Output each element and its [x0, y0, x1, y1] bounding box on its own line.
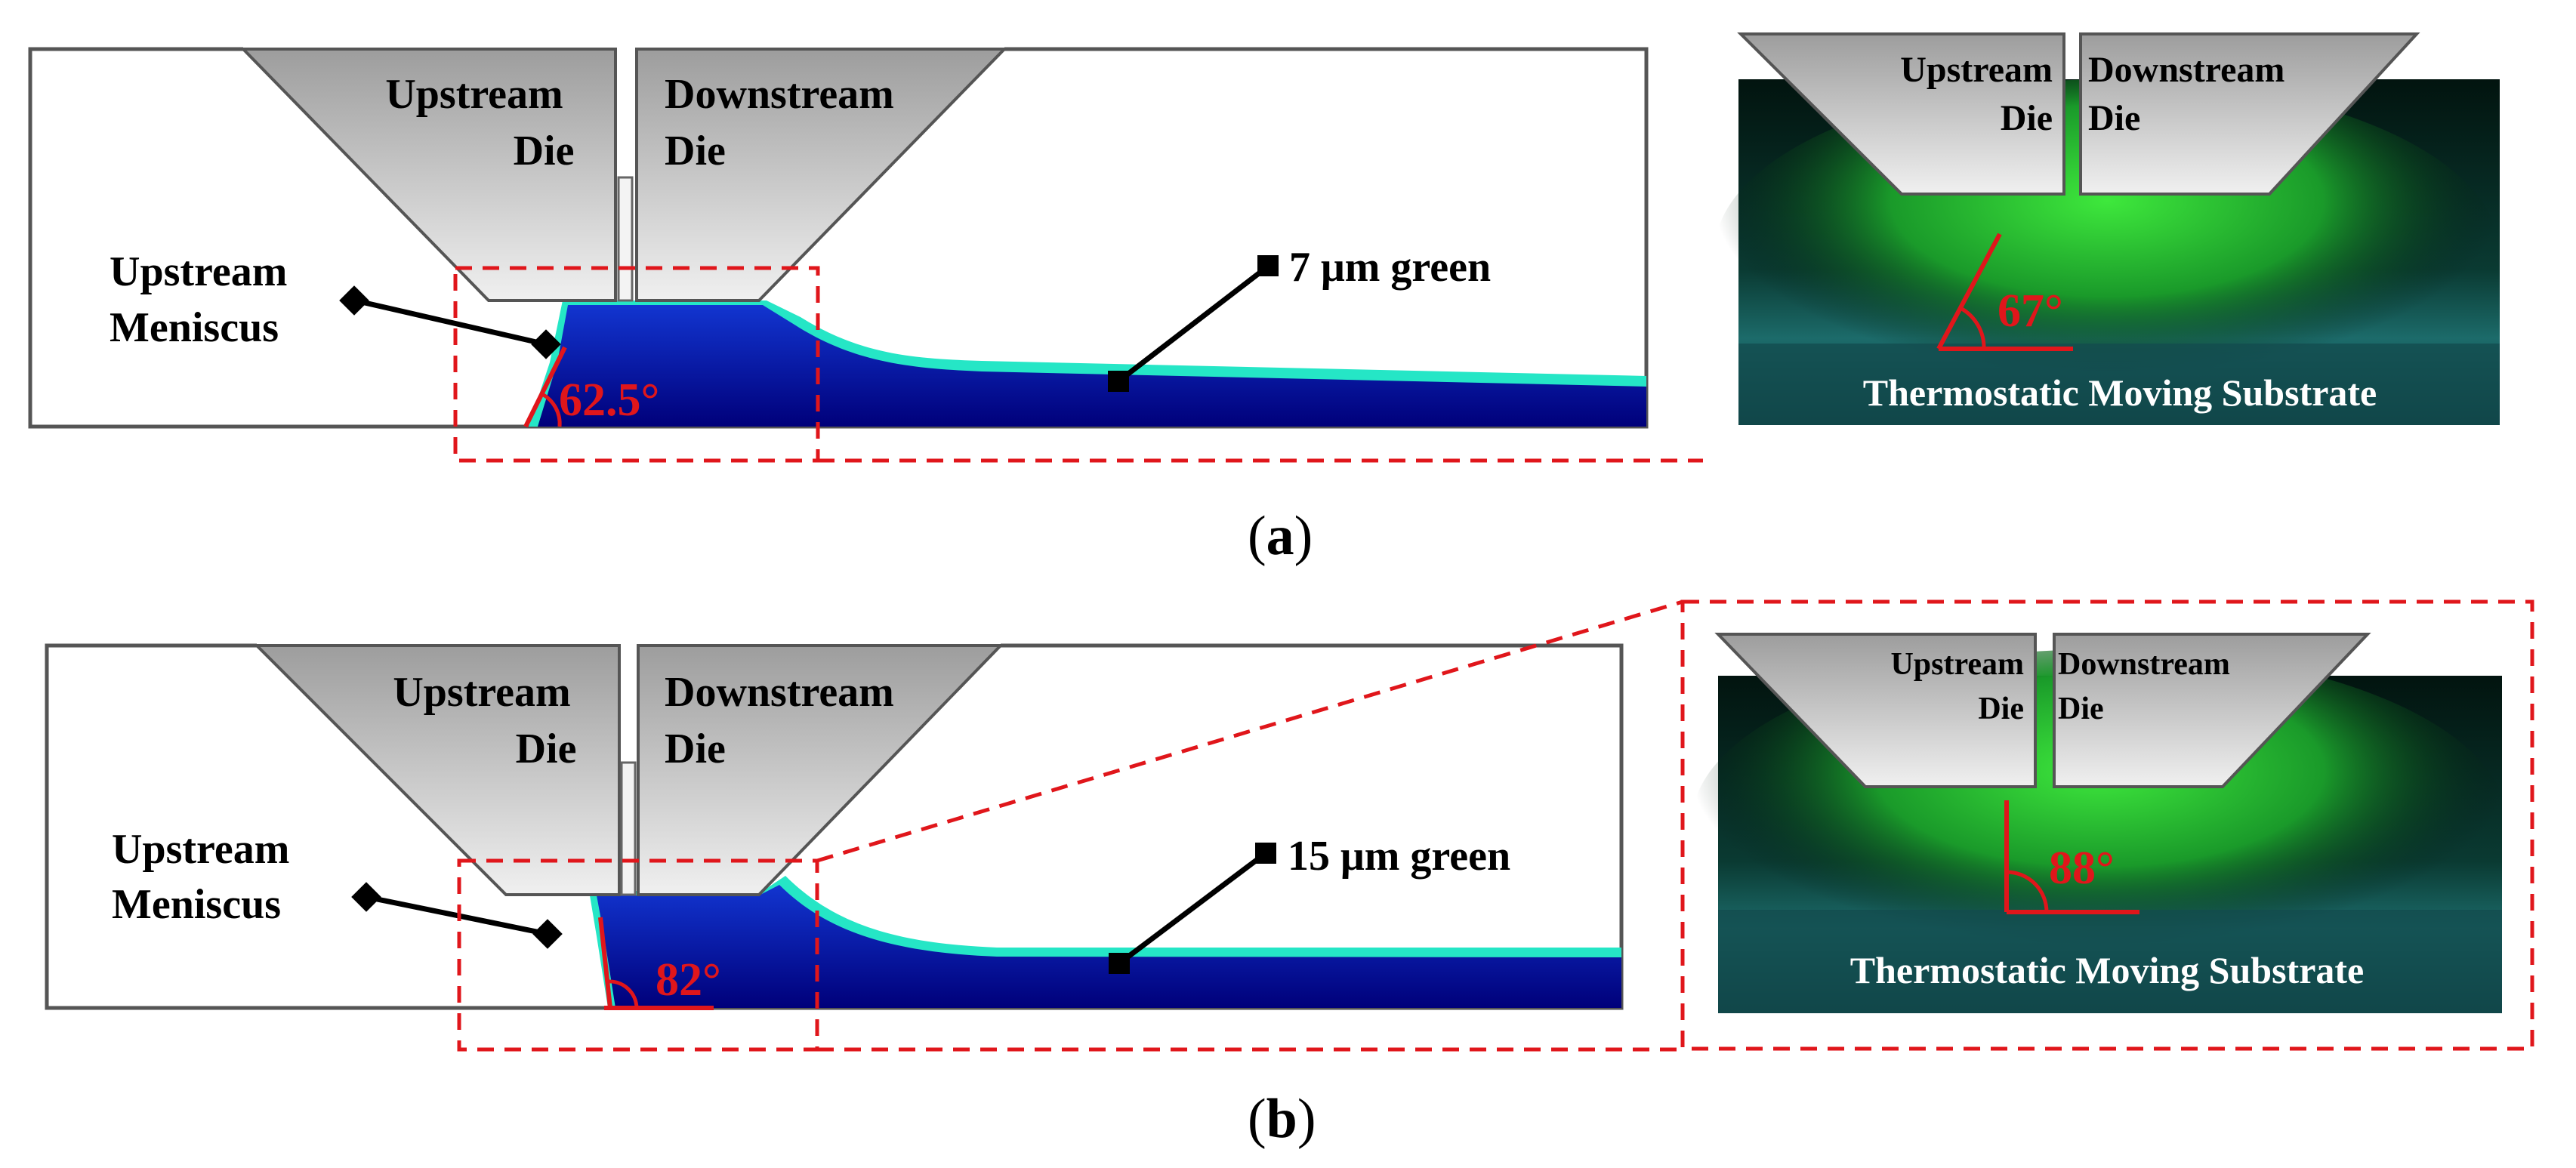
photo-b-upstream-die-label-2: Die	[1978, 692, 2024, 726]
sim-b-feed-slot	[620, 761, 637, 896]
sim-a-angle-arc	[541, 392, 562, 427]
photo-b-downstream-die-label-2: Die	[2058, 692, 2104, 726]
sim-b-meniscus-leader	[366, 894, 548, 937]
sim-b-angle-arc	[607, 979, 639, 1009]
sim-b-film-label: 15 μm green	[1288, 833, 1510, 880]
photo-b-upstream-die-label-1: Upstream	[1890, 647, 2024, 682]
sim-b-film-marker-end	[1255, 843, 1276, 864]
photo-b-angle-label: 88°	[2049, 843, 2115, 894]
photo-a-downstream-die	[2079, 32, 2420, 196]
photo-b-frame	[1680, 599, 2534, 1051]
sim-b-film-leader	[1117, 851, 1268, 966]
sim-a-film-label: 7 μm green	[1289, 244, 1491, 291]
sim-b-meniscus-label-2: Meniscus	[112, 881, 281, 928]
sim-b-meniscus-label-1: Upstream	[112, 826, 289, 873]
sim-b-film-marker-start	[1109, 953, 1130, 974]
sim-b-meniscus-marker-end	[532, 919, 563, 949]
panel-a-simulation: Upstream Die Downstream Die Upstream Men…	[28, 47, 1703, 463]
sim-b-downstream-die-label-2: Die	[665, 726, 726, 772]
sim-b-upstream-die-label-2: Die	[516, 726, 577, 772]
sim-a-upstream-die-label-2: Die	[514, 128, 575, 174]
sim-a-meniscus-marker-end	[531, 329, 561, 359]
caption-a-letter: a	[1266, 505, 1294, 567]
sim-a-zoom-box	[453, 266, 1703, 463]
photo-a-substrate-label: Thermostatic Moving Substrate	[1863, 371, 2377, 414]
caption-a: (a)	[1248, 505, 1313, 567]
photo-a-angle-arc	[1959, 306, 1986, 350]
sim-b-zoom-box	[457, 599, 1683, 1052]
caption-b: (b)	[1248, 1088, 1316, 1150]
panel-a-photo: Upstream Die Downstream Die 67° Thermost…	[1714, 32, 2500, 427]
sim-a-fluid-body	[538, 305, 1646, 427]
photo-b-substrate-label: Thermostatic Moving Substrate	[1850, 949, 2365, 991]
sim-a-upstream-die	[239, 48, 617, 302]
photo-a-upstream-die	[1737, 32, 2065, 196]
sim-b-meniscus-marker-start	[351, 882, 381, 912]
photo-a-substrate-band	[1738, 344, 2500, 425]
sim-a-angle-line	[523, 346, 567, 428]
sim-a-angle-label: 62.5°	[559, 374, 659, 426]
photo-a-downstream-die-label-1: Downstream	[2088, 50, 2284, 90]
sim-b-downstream-die-label-1: Downstream	[665, 669, 894, 716]
sim-a-downstream-die	[635, 48, 1008, 302]
sim-a-meniscus-label-1: Upstream	[110, 248, 287, 295]
sim-b-upstream-die-label-1: Upstream	[393, 669, 570, 716]
sim-b-angle-line	[598, 917, 612, 1009]
sim-a-film-leader	[1116, 263, 1271, 384]
photo-b-upstream-die	[1714, 633, 2037, 788]
sim-a-film-marker-end	[1257, 255, 1279, 276]
photo-a-angle-label: 67°	[1998, 285, 2063, 337]
sim-a-film-marker-start	[1108, 371, 1129, 392]
sim-b-angle-label: 82°	[656, 954, 721, 1006]
panel-b-simulation: Upstream Die Downstream Die Upstream Men…	[45, 599, 1683, 1052]
sim-a-feed-slot	[617, 176, 634, 302]
photo-a-downstream-die-label-2: Die	[2088, 98, 2140, 138]
photo-a-upstream-die-label-2: Die	[2001, 98, 2053, 138]
photo-b-downstream-die-label-1: Downstream	[2058, 647, 2230, 682]
photo-a-angle-line	[1936, 233, 2002, 350]
panel-b-photo: Upstream Die Downstream Die 88° Thermost…	[1680, 599, 2534, 1051]
photo-a-upstream-die-label-1: Upstream	[1900, 50, 2053, 90]
sim-b-downstream-die	[637, 644, 1004, 896]
sim-a-downstream-die-label-2: Die	[665, 128, 726, 174]
photo-b-substrate-band	[1718, 910, 2502, 1013]
sim-a-upstream-die-label-1: Upstream	[385, 71, 563, 118]
caption-b-letter: b	[1266, 1088, 1297, 1150]
sim-a-downstream-die-label-1: Downstream	[665, 71, 894, 118]
sim-a-meniscus-leader	[354, 297, 547, 347]
photo-b-angle-arc	[2006, 870, 2049, 913]
sim-b-fluid-body	[597, 885, 1621, 1008]
sim-a-meniscus-label-2: Meniscus	[110, 304, 279, 351]
sim-a-meniscus-marker-start	[339, 285, 369, 316]
photo-b-downstream-die	[2053, 633, 2371, 788]
sim-b-upstream-die	[253, 644, 621, 896]
